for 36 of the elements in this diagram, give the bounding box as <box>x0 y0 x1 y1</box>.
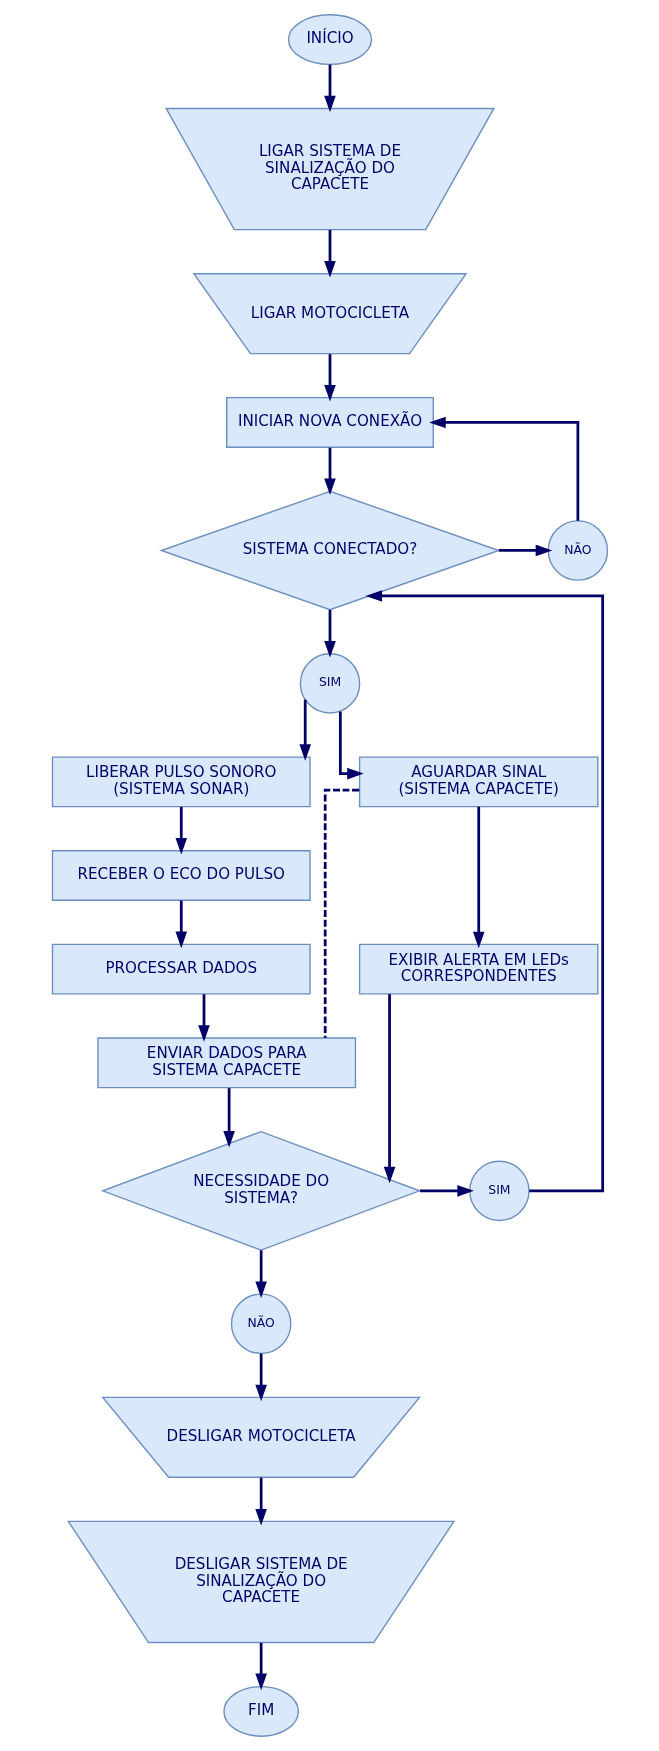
arrow <box>174 900 187 949</box>
arrow <box>383 994 395 1184</box>
node-circle: NÃO <box>230 1293 291 1355</box>
arrow <box>365 590 604 1193</box>
arrow <box>428 416 579 521</box>
node-circle: SIM <box>299 653 360 714</box>
node-box: INICIAR NOVA CONEXÃO <box>225 396 434 448</box>
node-box: PROCESSAR DADOS <box>51 943 311 995</box>
arrow <box>323 609 336 658</box>
arrow <box>323 354 336 402</box>
arrow <box>323 447 336 495</box>
arrow <box>298 699 311 761</box>
node-box: AGUARDAR SINAL (SISTEMA CAPACETE) <box>358 756 599 808</box>
arrow <box>254 1642 267 1691</box>
arrow <box>472 806 485 949</box>
arrow <box>254 1477 267 1526</box>
arrow <box>323 64 336 113</box>
arrow <box>174 806 187 855</box>
node-box: ENVIAR DADOS PARA SISTEMA CAPACETE <box>96 1037 356 1089</box>
arrow <box>498 544 552 557</box>
node-box: LIBERAR PULSO SONORO (SISTEMA SONAR) <box>51 756 311 808</box>
arrow <box>254 1250 267 1298</box>
arrow <box>419 1185 474 1197</box>
arrow <box>222 1088 235 1148</box>
node-ellipse: FIM <box>222 1685 299 1737</box>
node-box: EXIBIR ALERTA EM LEDs CORRESPONDENTES <box>358 943 599 995</box>
arrow <box>197 994 210 1042</box>
arrow <box>323 229 336 278</box>
node-circle: NÃO <box>547 520 608 581</box>
connector <box>323 788 359 1038</box>
node-ellipse: INÍCIO <box>287 14 372 66</box>
arrow <box>254 1353 267 1402</box>
node-circle: SIM <box>468 1160 530 1222</box>
node-box: RECEBER O ECO DO PULSO <box>51 850 311 901</box>
node-diamond: SISTEMA CONECTADO? <box>158 490 501 611</box>
arrow <box>338 711 364 780</box>
